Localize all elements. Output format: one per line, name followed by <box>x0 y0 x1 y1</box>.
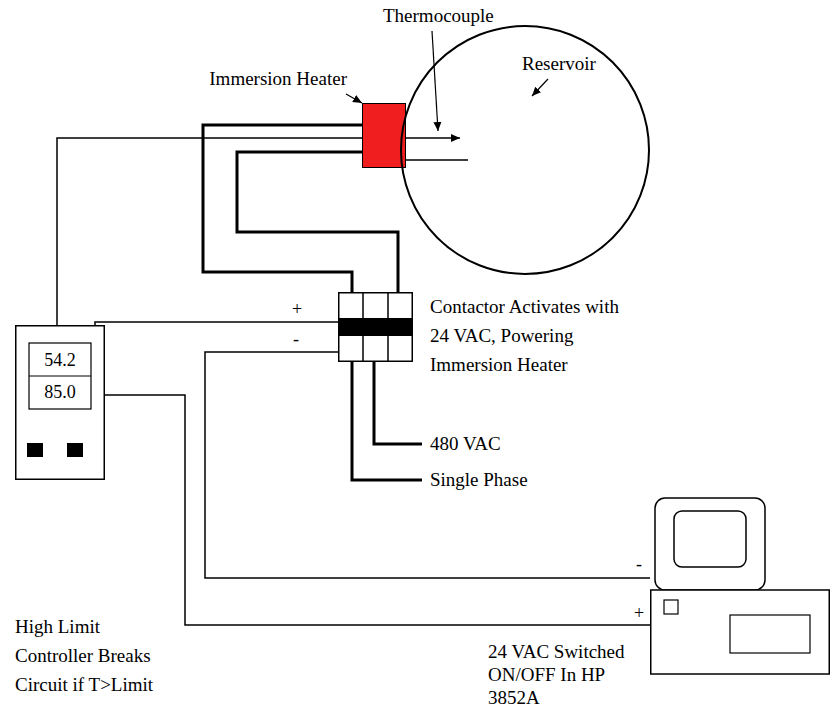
display-reading: 54.2 <box>29 345 91 375</box>
reservoir-circle <box>401 26 649 274</box>
wire <box>105 395 650 625</box>
drive-bay <box>730 615 810 653</box>
computer-note: 24 VAC Switched ON/OFF In HP 3852A <box>488 640 633 709</box>
display-setpoint: 85.0 <box>29 377 91 407</box>
wire <box>57 138 362 325</box>
computer-symbol <box>650 497 830 675</box>
polarity-sign: - <box>636 554 642 574</box>
controller-note: High Limit Controller Breaks Circuit if … <box>15 612 180 699</box>
thermocouple-label: Thermocouple <box>383 4 494 28</box>
leader-line <box>432 31 438 131</box>
wire <box>237 152 398 292</box>
leader-line <box>532 79 548 96</box>
heater-element <box>406 159 468 161</box>
contactor-symbol <box>338 292 413 362</box>
wire <box>203 125 362 292</box>
controller-button <box>67 443 83 457</box>
wire <box>205 352 650 578</box>
wire <box>95 322 338 325</box>
controller-button <box>27 443 43 457</box>
controller-body <box>16 326 105 480</box>
power-button <box>664 600 678 614</box>
monitor-screen <box>674 511 746 567</box>
polarity-sign: + <box>634 603 644 623</box>
computer: 24 VAC Switched ON/OFF In HP 3852A <box>650 497 830 675</box>
display-divider <box>29 376 91 377</box>
contactor: Contactor Activates with 24 VAC, Powerin… <box>338 292 413 362</box>
heater-label: Immersion Heater <box>209 67 347 91</box>
supply-label: 480 VAC Single Phase <box>430 426 540 498</box>
supply-wire <box>374 362 422 444</box>
controller-display <box>29 343 91 409</box>
contactor-coil <box>338 318 413 336</box>
polarity-sign: - <box>293 329 299 349</box>
contactor-note: Contactor Activates with 24 VAC, Powerin… <box>430 292 625 379</box>
polarity-sign: + <box>292 299 302 319</box>
supply-wire <box>352 362 422 480</box>
immersion-heater: Immersion Heater <box>362 103 406 168</box>
controller-symbol <box>15 325 105 480</box>
contactor-body <box>339 293 413 362</box>
high-limit-controller: 54.285.0High Limit Controller Breaks Cir… <box>15 325 105 480</box>
reservoir-tank: Reservoir <box>400 25 650 275</box>
leader-line <box>346 94 362 103</box>
monitor <box>655 498 765 590</box>
reservoir-label: Reservoir <box>522 52 596 76</box>
computer-case <box>651 590 830 674</box>
thermocouple-probe <box>406 137 460 139</box>
